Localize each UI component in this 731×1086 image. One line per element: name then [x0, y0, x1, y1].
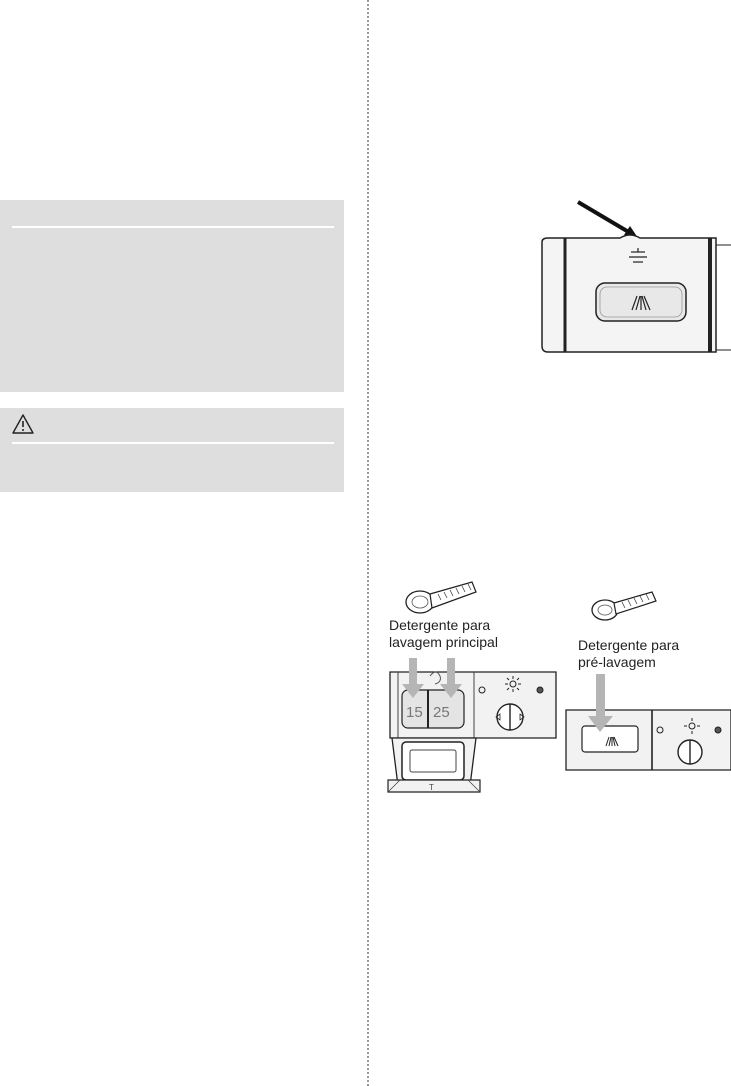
- dispenser-lid-illustration: [541, 200, 731, 353]
- prewash-symbol-icon: [631, 295, 651, 311]
- lid-latch-icon: [629, 248, 647, 263]
- mark-15-label: 15: [406, 704, 423, 721]
- mark-25-label: 25: [433, 704, 450, 721]
- warning-box: [0, 408, 344, 492]
- note-rule: [12, 226, 334, 228]
- sun-icon: [505, 676, 521, 692]
- fill-arrow-prewash: [588, 674, 613, 732]
- main-wash-label-line1: Detergente para: [389, 617, 491, 633]
- main-wash-label-line2: lavagem principal: [389, 634, 498, 650]
- main-wash-detergent-label: Detergente para lavagem principal: [389, 617, 509, 651]
- warning-triangle-icon: [12, 414, 34, 434]
- prewash-label-line2: pré-lavagem: [578, 654, 656, 670]
- detergent-spoon-left: [405, 581, 477, 614]
- svg-text:T: T: [429, 783, 434, 792]
- fill-arrows-main: [402, 658, 462, 698]
- warning-rule: [12, 442, 334, 444]
- column-divider: [367, 0, 369, 1086]
- prewash-label-line1: Detergente para: [578, 637, 680, 653]
- detergent-spoon-right: [591, 591, 657, 621]
- prewash-detergent-label: Detergente para pré-lavagem: [578, 637, 698, 671]
- dispenser-filling-illustration: 15 25 T: [387, 581, 731, 793]
- note-box: [0, 200, 344, 392]
